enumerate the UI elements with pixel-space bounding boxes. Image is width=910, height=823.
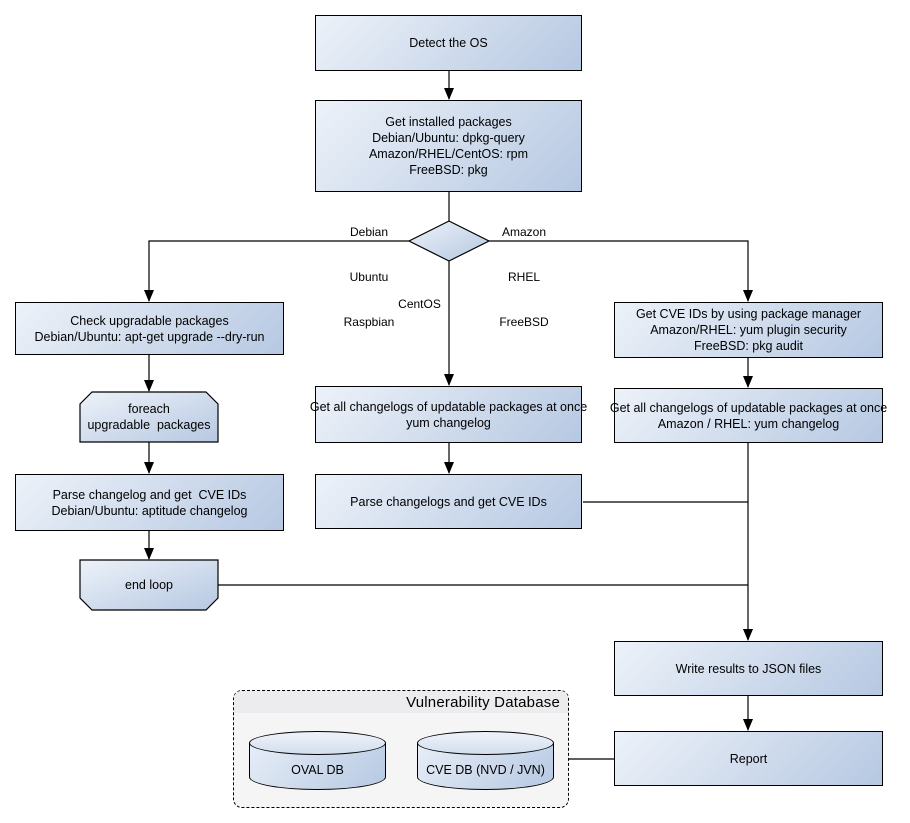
node-check-upgradable: Check upgradable packages Debian/Ubuntu:…	[15, 302, 284, 355]
node-text: Get all changelogs of updatable packages…	[309, 399, 588, 414]
node-foreach-loop: foreach upgradable packages	[80, 392, 218, 442]
node-text: upgradable packages	[87, 418, 211, 432]
node-text: Check upgradable packages	[70, 313, 229, 328]
node-parse-changelog-apt: Parse changelog and get CVE IDs Debian/U…	[15, 474, 284, 531]
node-get-cve-pkg-manager: Get CVE IDs by using package manager Ama…	[614, 302, 883, 358]
node-get-changelogs-yum: Get all changelogs of updatable packages…	[310, 386, 587, 443]
node-text: Amazon/RHEL: yum plugin security	[650, 323, 847, 337]
label-line: Ubuntu	[349, 270, 389, 284]
node-text: Parse changelog and get CVE IDs	[52, 487, 247, 502]
node-write-json: Write results to JSON files	[614, 641, 883, 696]
node-parse-changelogs-yum: Parse changelogs and get CVE IDs	[315, 474, 582, 529]
node-detect-os: Detect the OS	[315, 15, 582, 71]
node-text: Amazon / RHEL: yum changelog	[657, 416, 840, 431]
node-report: Report	[614, 731, 883, 786]
vulnerability-database-header: Vulnerability Database	[234, 691, 568, 713]
node-text: Report	[729, 751, 768, 766]
node-text: Amazon/RHEL/CentOS: rpm	[368, 147, 529, 161]
node-text: Write results to JSON files	[675, 661, 822, 676]
cve-db-cylinder: CVE DB (NVD / JVN)	[417, 731, 554, 790]
node-text: Debian/Ubuntu: apt-get upgrade --dry-run	[34, 329, 265, 344]
node-text: end loop	[125, 578, 173, 592]
node-text: Parse changelogs and get CVE IDs	[350, 494, 547, 509]
node-get-changelogs-amazon: Get all changelogs of updatable packages…	[610, 388, 887, 443]
vulnerability-database-title: Vulnerability Database	[406, 693, 560, 711]
label-line: Debian	[349, 225, 389, 239]
node-text: Detect the OS	[409, 36, 488, 50]
node-text: FreeBSD: pkg audit	[693, 339, 804, 353]
label-line: RHEL	[507, 270, 540, 284]
label-branch-centos: CentOS	[392, 267, 447, 342]
label-line: Raspbian	[343, 315, 395, 329]
label-branch-amazon: Amazon RHEL FreeBSD	[489, 195, 559, 360]
node-text: Get all changelogs of updatable packages…	[609, 400, 888, 415]
decision-diamond	[407, 220, 491, 262]
node-end-loop: end loop	[80, 560, 218, 610]
label-branch-debian: Debian Ubuntu Raspbian	[334, 195, 404, 360]
node-text: foreach	[128, 402, 170, 416]
node-text: Get CVE IDs by using package manager	[635, 307, 862, 321]
label-line: CentOS	[398, 297, 441, 311]
cve-db-label: CVE DB (NVD / JVN)	[426, 762, 545, 777]
node-text: yum changelog	[406, 415, 491, 430]
cylinder-top	[249, 731, 386, 755]
node-get-installed-packages: Get installed packages Debian/Ubuntu: dp…	[315, 100, 582, 192]
node-text: FreeBSD: pkg	[409, 163, 488, 177]
node-text: Debian/Ubuntu: dpkg-query	[372, 131, 525, 145]
cylinder-top	[417, 731, 554, 755]
node-text: Debian/Ubuntu: aptitude changelog	[51, 503, 248, 518]
oval-db-label: OVAL DB	[291, 762, 344, 777]
label-line: FreeBSD	[499, 315, 549, 329]
label-line: Amazon	[501, 225, 547, 239]
oval-db-cylinder: OVAL DB	[249, 731, 386, 790]
node-text: Get installed packages	[385, 115, 512, 129]
